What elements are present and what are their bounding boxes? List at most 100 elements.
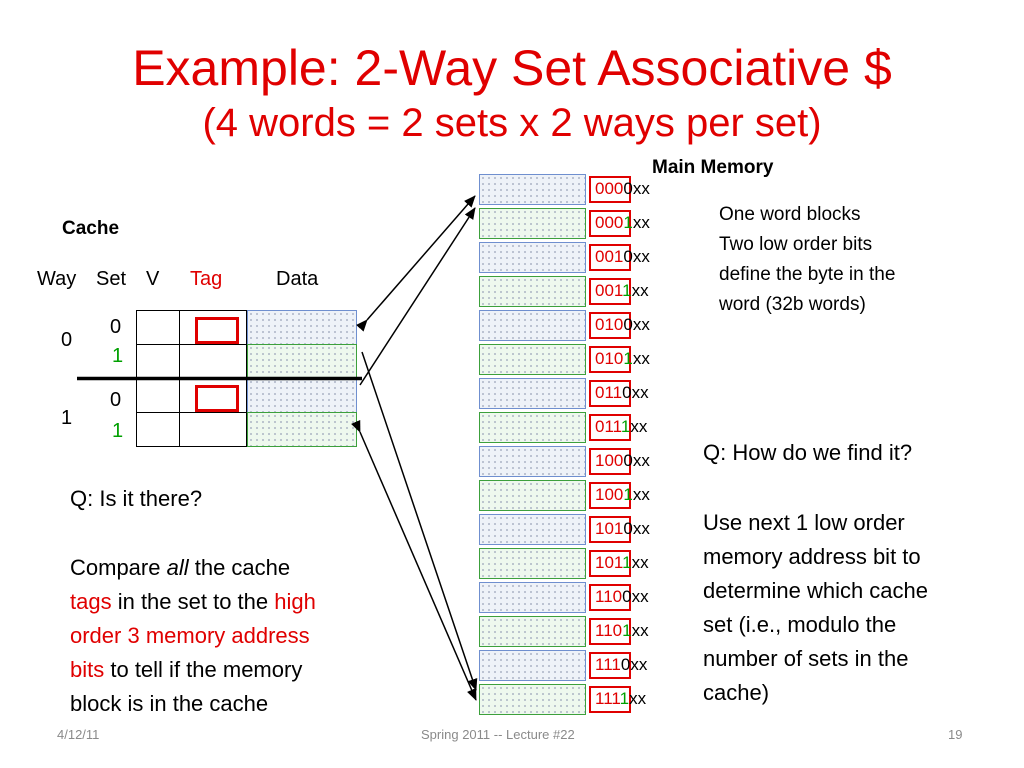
address-tag-highlight — [589, 652, 631, 679]
memory-address: 1011xx — [595, 553, 649, 573]
address-prefix: 011 — [595, 417, 621, 436]
memory-address: 0101xx — [595, 349, 650, 369]
memory-block — [479, 276, 586, 307]
address-tag-highlight — [589, 210, 631, 237]
set-label: 0 — [110, 316, 122, 338]
address-suffix: xx — [632, 451, 650, 470]
text-run: in the set to the — [111, 589, 275, 614]
address-tag-highlight — [589, 448, 631, 475]
address-set-bit: 0 — [623, 519, 633, 538]
address-tag-highlight — [589, 584, 631, 611]
there-answer-line: block is in the cache — [70, 691, 269, 716]
address-tag-highlight — [589, 516, 631, 543]
address-set-bit: 1 — [622, 281, 632, 300]
address-set-bit: 0 — [623, 315, 633, 334]
arrow-set0-top — [356, 195, 476, 332]
memory-block — [479, 684, 586, 715]
memory-address: 0001xx — [595, 213, 650, 233]
tag-highlight — [195, 317, 239, 344]
memory-address: 0111xx — [595, 417, 647, 437]
way-label: 0 — [61, 329, 73, 351]
memory-address: 1111xx — [595, 689, 646, 709]
address-suffix: xx — [631, 383, 649, 402]
memory-block — [479, 174, 586, 205]
memory-block — [479, 412, 586, 443]
address-set-bit: 1 — [620, 417, 631, 436]
address-set-bit: 1 — [623, 485, 633, 504]
address-tag-highlight — [589, 414, 631, 441]
address-suffix: xx — [631, 621, 649, 640]
address-prefix: 111 — [595, 655, 621, 674]
tag-cell — [179, 412, 247, 447]
memory-block — [479, 480, 586, 511]
address-suffix: xx — [632, 315, 650, 334]
text-run: Compare — [70, 555, 167, 580]
memory-block — [479, 548, 586, 579]
address-set-bit: 1 — [622, 621, 632, 640]
address-prefix: 010 — [595, 315, 624, 334]
address-prefix: 100 — [595, 451, 624, 470]
footer-page: 19 — [948, 727, 963, 742]
address-suffix: xx — [632, 519, 650, 538]
address-set-bit: 0 — [622, 383, 632, 402]
there-answer-line: Compare all the cache — [70, 551, 316, 585]
address-prefix: 100 — [595, 485, 624, 504]
col-way: Way — [37, 268, 77, 290]
address-suffix: xx — [632, 485, 650, 504]
memory-block — [479, 378, 586, 409]
block-note-line: define the byte in the — [719, 264, 896, 285]
memory-address: 0011xx — [595, 281, 649, 301]
address-tag-highlight — [589, 380, 631, 407]
find-answer-line: memory address bit to — [703, 544, 921, 569]
address-set-bit: 0 — [623, 179, 633, 198]
find-answer-line: number of sets in the — [703, 646, 909, 671]
address-suffix: xx — [632, 179, 650, 198]
slide-title: Example: 2-Way Set Associative $ — [132, 40, 892, 96]
memory-address: 0100xx — [595, 315, 650, 335]
text-run-italic: all — [166, 555, 189, 580]
memory-block — [479, 344, 586, 375]
address-suffix: xx — [629, 689, 647, 708]
address-suffix: xx — [631, 553, 649, 572]
find-answer-line: Use next 1 low order — [703, 510, 905, 535]
address-prefix: 101 — [595, 553, 623, 572]
address-suffix: xx — [632, 213, 650, 232]
address-suffix: xx — [632, 349, 650, 368]
block-note-line: One word blocks — [719, 204, 861, 225]
memory-address: 1000xx — [595, 451, 650, 471]
set-label: 0 — [110, 389, 122, 411]
address-tag-highlight — [589, 312, 631, 339]
find-answer-line: determine which cache — [703, 578, 929, 603]
text-run: the cache — [188, 555, 291, 580]
address-tag-highlight — [589, 618, 631, 645]
address-set-bit: 0 — [620, 655, 631, 674]
col-tag: Tag — [190, 268, 223, 290]
memory-address: 1101xx — [595, 621, 649, 641]
memory-address: 0000xx — [595, 179, 650, 199]
address-prefix: 000 — [595, 179, 624, 198]
memory-address: 0110xx — [595, 383, 649, 403]
address-set-bit: 1 — [619, 689, 630, 708]
text-run-red: tags — [70, 589, 112, 614]
find-answer-line: cache) — [703, 680, 770, 705]
col-data: Data — [276, 268, 319, 290]
main-memory-label: Main Memory — [652, 157, 774, 178]
find-answer: Use next 1 low order memory address bit … — [703, 506, 928, 710]
slide-subtitle: (4 words = 2 sets x 2 ways per set) — [202, 101, 822, 145]
text-run-red: bits — [70, 657, 105, 682]
address-set-bit: 1 — [623, 349, 633, 368]
memory-address: 1010xx — [595, 519, 650, 539]
arrow-set1-top — [361, 351, 478, 691]
text-run-red: high — [274, 589, 316, 614]
address-suffix: xx — [630, 417, 648, 436]
address-prefix: 010 — [595, 349, 624, 368]
memory-block — [479, 514, 586, 545]
memory-block — [479, 650, 586, 681]
address-tag-highlight — [589, 346, 631, 373]
address-tag-highlight — [589, 278, 631, 305]
footer-course: Spring 2011 -- Lecture #22 — [421, 727, 575, 742]
col-v: V — [146, 268, 160, 290]
data-cell — [247, 344, 357, 379]
block-note-line: Two low order bits — [719, 234, 873, 255]
